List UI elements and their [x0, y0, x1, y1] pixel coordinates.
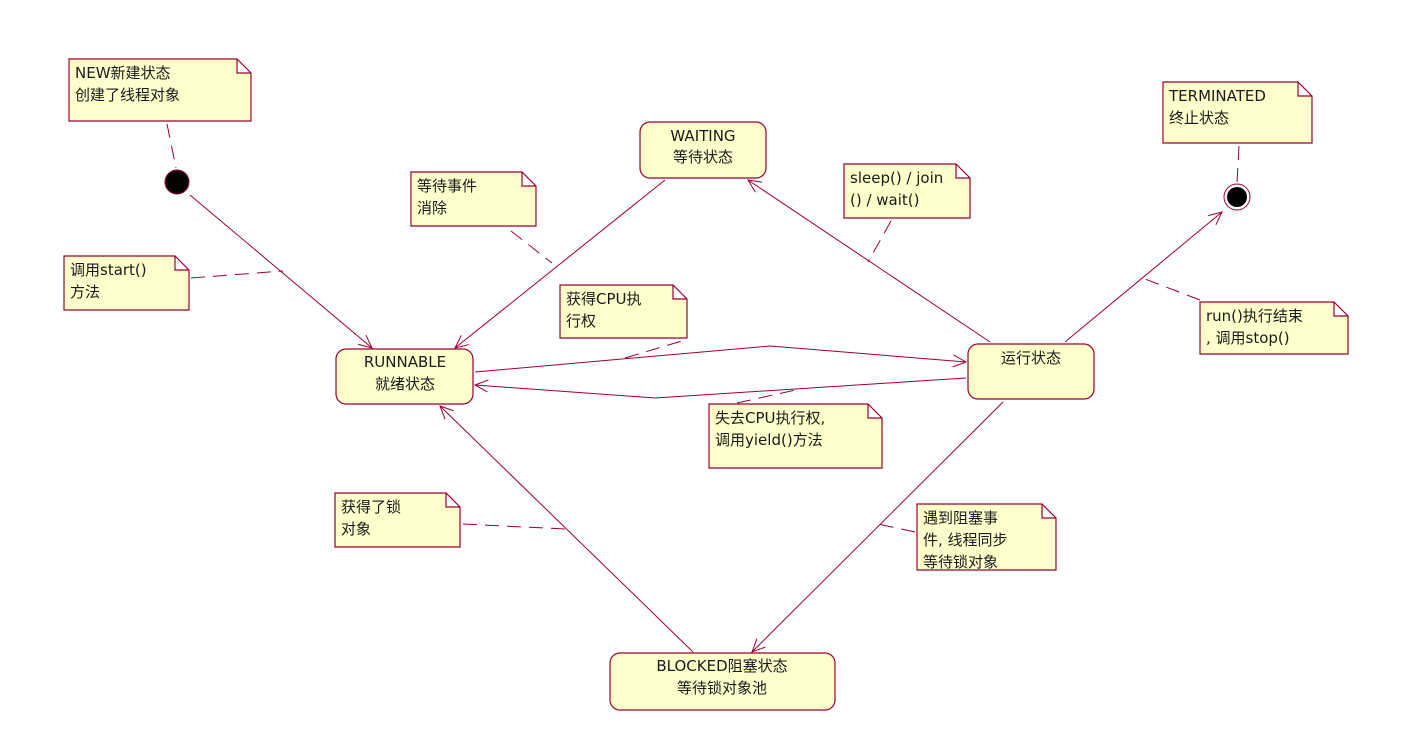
transition-running-to-terminated [1064, 212, 1222, 343]
initial-state [164, 169, 190, 195]
note-text: 消除 [417, 199, 447, 217]
state-waiting[interactable]: WAITING 等待状态 [639, 121, 767, 179]
note-text: 创建了线程对象 [75, 86, 180, 104]
note-text: 调用yield()方法 [715, 431, 823, 449]
transitions [189, 179, 1222, 653]
transition-waiting-to-runnable [455, 179, 666, 348]
note-anchors [166, 123, 1240, 533]
state-title: WAITING [670, 127, 735, 145]
state-runnable[interactable]: RUNNABLE 就绪状态 [335, 348, 474, 405]
note-text: 方法 [70, 283, 100, 301]
note-text: sleep() / join [850, 169, 943, 187]
note-terminated[interactable]: TERMINATED 终止状态 [1162, 81, 1313, 144]
state-title: RUNNABLE [364, 353, 446, 371]
state-subtitle: 等待锁对象池 [677, 679, 767, 697]
state-title: BLOCKED阻塞状态 [656, 657, 787, 675]
note-text: 对象 [341, 520, 371, 538]
note-sleep[interactable]: sleep() / join () / wait() [843, 163, 971, 219]
note-run-end[interactable]: run()执行结束 , 调用stop() [1199, 301, 1349, 355]
transition-blocked-to-runnable [440, 406, 694, 653]
note-text: , 调用stop() [1206, 329, 1290, 347]
note-text: 获得CPU执 [566, 290, 642, 308]
transition-runnable-to-running [474, 345, 966, 373]
note-text: 等待锁对象 [923, 553, 998, 571]
note-text: TERMINATED [1168, 87, 1266, 105]
note-text: () / wait() [850, 191, 920, 209]
note-text: 等待事件 [417, 177, 477, 195]
note-text: 失去CPU执行权, [715, 409, 825, 427]
final-state [1223, 183, 1251, 211]
transition-running-to-blocked [752, 401, 1004, 652]
note-text: 调用start() [70, 261, 147, 279]
state-title: 运行状态 [1001, 349, 1061, 367]
transition-running-to-runnable [475, 377, 967, 399]
note-text: 件, 线程同步 [923, 531, 1008, 549]
state-blocked[interactable]: BLOCKED阻塞状态 等待锁对象池 [609, 652, 836, 711]
note-text: 终止状态 [1169, 109, 1229, 127]
state-subtitle: 等待状态 [673, 148, 733, 166]
note-text: run()执行结束 [1206, 307, 1303, 325]
note-text: 获得了锁 [341, 498, 401, 516]
state-running[interactable]: 运行状态 [967, 343, 1095, 400]
note-lose-cpu[interactable]: 失去CPU执行权, 调用yield()方法 [708, 403, 883, 469]
note-text: NEW新建状态 [75, 64, 171, 82]
note-start[interactable]: 调用start() 方法 [63, 255, 190, 311]
note-text: 遇到阻塞事 [923, 509, 998, 527]
state-subtitle: 就绪状态 [375, 375, 435, 393]
note-text: 行权 [566, 312, 596, 330]
